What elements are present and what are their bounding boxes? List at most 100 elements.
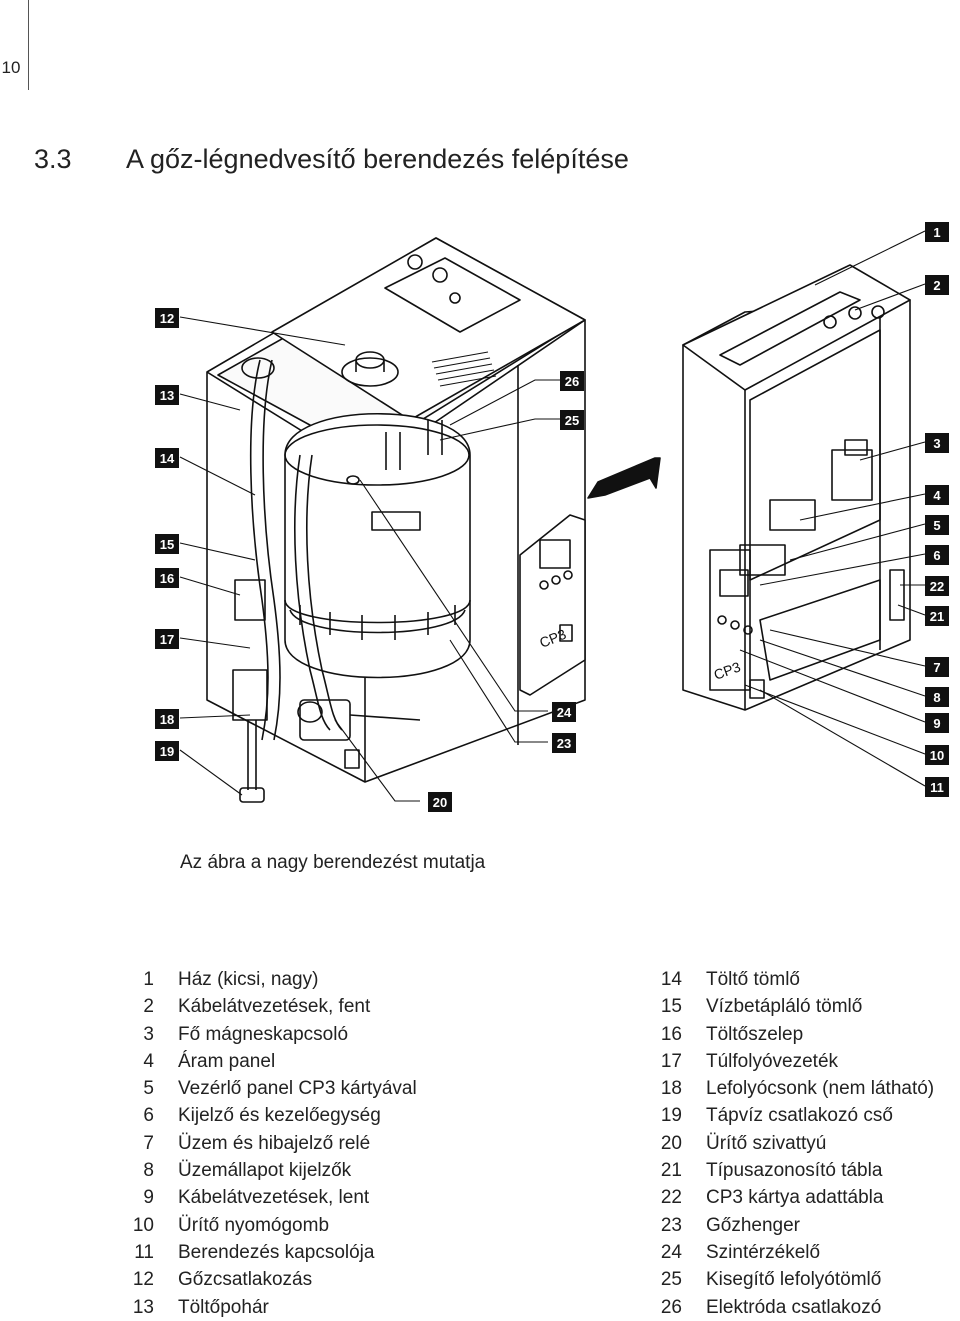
legend-text: Kisegítő lefolyótömlő (706, 1269, 882, 1291)
page-number: 10 (1, 58, 21, 77)
callout-label: 7 (933, 660, 940, 675)
legend-number: 26 (660, 1296, 682, 1318)
legend-text: Vezérlő panel CP3 kártyával (178, 1078, 417, 1100)
legend-number: 18 (660, 1078, 682, 1100)
legend-item: 18 Lefolyócsonk (nem látható) (640, 1075, 934, 1102)
legend-text: Üzemállapot kijelzők (178, 1160, 352, 1182)
legend-number: 8 (143, 1160, 154, 1182)
legend-text: Gőzcsatlakozás (178, 1269, 313, 1291)
figure-caption: Az ábra a nagy berendezést mutatja (180, 852, 486, 873)
legend-number: 17 (660, 1050, 682, 1072)
callout-label: 23 (557, 736, 571, 751)
callout-7: 7 (925, 657, 949, 677)
callout-10: 10 (925, 745, 949, 765)
legend-item: 4 Áram panel (112, 1048, 417, 1075)
callout-label: 12 (160, 311, 174, 326)
legend-text: Típusazonosító tábla (706, 1160, 883, 1182)
legend-number: 21 (660, 1160, 682, 1182)
top-lid (271, 237, 586, 421)
legend-number: 24 (660, 1241, 682, 1263)
legend-text: Töltő tömlő (706, 969, 800, 990)
callout-label: 21 (930, 609, 944, 624)
fill-hoses (232, 357, 343, 803)
legend-text: Lefolyócsonk (nem látható) (706, 1078, 935, 1100)
legend-item: 26 Elektróda csatlakozó (640, 1294, 934, 1321)
legend-text: Kijelző és kezelőegység (178, 1105, 381, 1127)
callout-label: 16 (160, 571, 174, 586)
callout-label: 5 (933, 518, 940, 533)
legend-item: 10 Ürítő nyomógomb (112, 1212, 417, 1239)
legend-item: 2 Kábelátvezetések, fent (112, 993, 417, 1020)
callout-11: 11 (925, 777, 949, 797)
callout-label: 15 (160, 537, 174, 552)
legend-text: CP3 kártya adattábla (706, 1187, 884, 1209)
callout-badges: 1234562221789101112131415161718192024232… (155, 222, 949, 812)
callout-label: 3 (933, 436, 940, 451)
legend-item: 5 Vezérlő panel CP3 kártyával (112, 1075, 417, 1102)
callout-8: 8 (925, 687, 949, 707)
callout-label: 19 (160, 744, 174, 759)
callout-15: 15 (155, 534, 179, 554)
callout-label: 9 (933, 716, 940, 731)
callout-label: 6 (933, 548, 940, 563)
callout-21: 21 (925, 606, 949, 626)
legend-number: 2 (143, 996, 154, 1018)
callout-13: 13 (155, 385, 179, 405)
legend-number: 12 (132, 1269, 154, 1291)
legend-text: Töltőszelep (706, 1023, 804, 1045)
section-number: 3.3 (34, 144, 72, 174)
legend-number: 16 (660, 1023, 682, 1045)
legend-number: 20 (660, 1132, 682, 1154)
callout-label: 22 (930, 579, 944, 594)
legend-item: 7 Üzem és hibajelző relé (112, 1130, 417, 1157)
legend-item: 17 Túlfolyóvezeték (640, 1048, 934, 1075)
legend-text: Áram panel (178, 1050, 276, 1072)
page-margin-rule (28, 0, 29, 90)
callout-18: 18 (155, 709, 179, 729)
callout-label: 24 (557, 705, 572, 720)
callout-1: 1 (925, 222, 949, 242)
legend-text: Túlfolyóvezeték (706, 1050, 839, 1072)
legend-number: 7 (143, 1132, 154, 1154)
callout-9: 9 (925, 713, 949, 733)
callout-16: 16 (155, 568, 179, 588)
callout-label: 13 (160, 388, 174, 403)
legend-text: Fő mágneskapcsoló (178, 1023, 349, 1045)
callout-label: 10 (930, 748, 944, 763)
legend-text: Kábelátvezetések, fent (178, 996, 371, 1018)
legend-number: 10 (132, 1214, 154, 1236)
callout-label: 8 (933, 690, 940, 705)
callout-6: 6 (925, 545, 949, 565)
legend-text: Berendezés kapcsolója (178, 1241, 375, 1263)
legend-number: 23 (660, 1214, 682, 1236)
callout-label: 18 (160, 712, 174, 727)
legend-number: 4 (143, 1050, 154, 1072)
legend-text: Ürítő nyomógomb (178, 1214, 330, 1236)
legend-text: Ház (kicsi, nagy) (178, 969, 319, 990)
legend-number: 5 (143, 1078, 154, 1100)
legend-text: Üzem és hibajelző relé (178, 1132, 371, 1154)
callout-label: 14 (160, 451, 175, 466)
right-unit-housing: CP3 (682, 264, 911, 711)
legend-number: 19 (660, 1105, 682, 1127)
callout-label: 11 (930, 780, 944, 795)
callout-3: 3 (925, 433, 949, 453)
legend-item: 8 Üzemállapot kijelzők (112, 1157, 417, 1184)
left-control-panel: CP3 (519, 514, 586, 696)
callout-24: 24 (552, 702, 576, 722)
callout-4: 4 (925, 485, 949, 505)
legend-text: Elektróda csatlakozó (706, 1296, 882, 1318)
